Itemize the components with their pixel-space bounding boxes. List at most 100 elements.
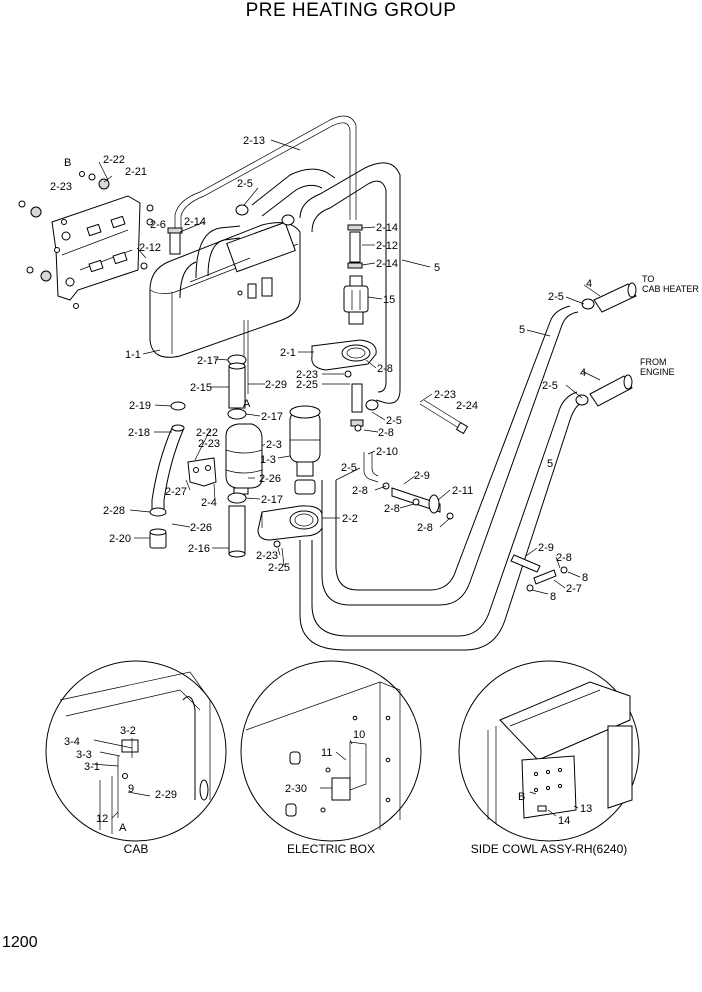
callout-2-22: 2-22 [103, 154, 125, 166]
callout-10: 10 [353, 729, 365, 741]
callout-2-14: 2-14 [376, 258, 398, 270]
callout-2-8: 2-8 [384, 503, 400, 515]
callout-4: 4 [586, 278, 592, 290]
callout-2-28: 2-28 [103, 505, 125, 517]
callout-2-16: 2-16 [188, 543, 210, 555]
callout-15: 15 [383, 294, 395, 306]
callout-2-14: 2-14 [184, 216, 206, 228]
callout-2-23: 2-23 [50, 181, 72, 193]
callout-2-1: 2-1 [280, 347, 296, 359]
callout-2-10: 2-10 [376, 446, 398, 458]
water-pump-1-3 [289, 405, 321, 495]
intake-hose-2-18 [151, 424, 185, 512]
hose-2-12-left [167, 227, 183, 255]
callout-2-9: 2-9 [414, 470, 430, 482]
callout-2-3: 2-3 [266, 439, 282, 451]
callout-14: 14 [558, 815, 570, 827]
callout-3-4: 3-4 [64, 736, 80, 748]
muffler-2-3 [225, 423, 263, 495]
callout-9: 9 [128, 783, 134, 795]
callout-2-8: 2-8 [556, 552, 572, 564]
clamp-2-19 [170, 401, 186, 411]
callout-2-11: 2-11 [452, 485, 473, 497]
inset-side-cowl [458, 660, 640, 842]
page-number: 1200 [2, 934, 38, 951]
callout-B: B [518, 791, 525, 803]
annotation-engine: ENGINE [640, 367, 675, 377]
hose-connector-4-cab-heater [593, 282, 637, 313]
callout-8: 8 [550, 591, 556, 603]
callout-2-26: 2-26 [190, 522, 212, 534]
callout-2-23: 2-23 [434, 389, 456, 401]
callout-2-4: 2-4 [201, 497, 217, 509]
callout-2-17: 2-17 [261, 494, 283, 506]
callout-5: 5 [547, 458, 553, 470]
clamp-2-17-middle [227, 408, 247, 420]
callout-2-20: 2-20 [109, 533, 131, 545]
callout-2-12: 2-12 [139, 242, 161, 254]
clamp-2-28 [149, 507, 167, 517]
circulation-pump-15 [343, 275, 369, 325]
callout-2-14: 2-14 [376, 222, 398, 234]
callout-2-22: 2-22 [196, 427, 218, 439]
callout-2-13: 2-13 [243, 135, 265, 147]
callout-5: 5 [519, 324, 525, 336]
exhaust-pipe-2-15 [228, 362, 246, 409]
silencer-2-20 [149, 528, 167, 549]
inset-caption-cab: CAB [123, 842, 149, 856]
small-hose-2-8-upper [350, 383, 364, 427]
bracket-2-2 [257, 505, 323, 541]
clamp-2-17-lower [227, 492, 247, 504]
inset-caption-electric-box: ELECTRIC BOX [286, 842, 376, 856]
callout-2-8: 2-8 [417, 522, 433, 534]
callout-3-3: 3-3 [76, 749, 92, 761]
bolt-2-24 [419, 399, 469, 435]
callout-2-17: 2-17 [261, 411, 283, 423]
inset-electric-box [240, 660, 422, 842]
annotation-to: TO [642, 274, 654, 284]
callout-12: 12 [96, 813, 108, 825]
callout-2-29: 2-29 [265, 379, 287, 391]
callout-2-29: 2-29 [155, 789, 177, 801]
annotation-from: FROM [640, 357, 667, 367]
callout-3-1: 3-1 [84, 761, 100, 773]
bracket-2-1 [311, 339, 377, 371]
callout-2-23: 2-23 [256, 550, 278, 562]
callout-13: 13 [580, 803, 592, 815]
flow-annotations: TO CAB HEATER FROM ENGINE [640, 274, 699, 377]
callout-2-25: 2-25 [268, 562, 290, 574]
coolant-hose-loop-lower [299, 305, 584, 651]
callout-2-19: 2-19 [129, 400, 151, 412]
callout-2-12: 2-12 [376, 240, 398, 252]
callout-2-26: 2-26 [259, 473, 281, 485]
leader-lines [98, 139, 601, 595]
callout-2-27: 2-27 [165, 486, 187, 498]
callout-A: A [119, 822, 127, 834]
heater-pipe-elbow [179, 225, 241, 299]
callout-8: 8 [582, 572, 588, 584]
callout-2-6: 2-6 [150, 219, 166, 231]
callout-2-23: 2-23 [198, 438, 220, 450]
hose-connector-4-engine [589, 374, 633, 407]
callout-B: B [64, 157, 71, 169]
inset-caption-side-cowl: SIDE COWL ASSY-RH(6240) [470, 842, 628, 856]
inset-cab [45, 660, 227, 842]
hose-2-12 [347, 224, 363, 269]
callout-5: 5 [434, 262, 440, 274]
callout-2-2: 2-2 [342, 513, 358, 525]
exhaust-pipe-2-16 [228, 505, 246, 558]
callout-1-1: 1-1 [125, 349, 141, 361]
callout-2-21: 2-21 [125, 166, 147, 178]
callout-2-5: 2-5 [542, 380, 558, 392]
callout-2-15: 2-15 [190, 382, 212, 394]
callout-2-25: 2-25 [296, 379, 318, 391]
callout-2-5: 2-5 [386, 415, 402, 427]
callout-2-23: 2-23 [296, 369, 318, 381]
bracket-2-4 [187, 457, 217, 487]
callout-2-5: 2-5 [237, 178, 253, 190]
callout-2-8: 2-8 [378, 427, 394, 439]
callout-2-8: 2-8 [352, 485, 368, 497]
callout-2-5: 2-5 [341, 462, 357, 474]
callout-2-24: 2-24 [456, 400, 478, 412]
